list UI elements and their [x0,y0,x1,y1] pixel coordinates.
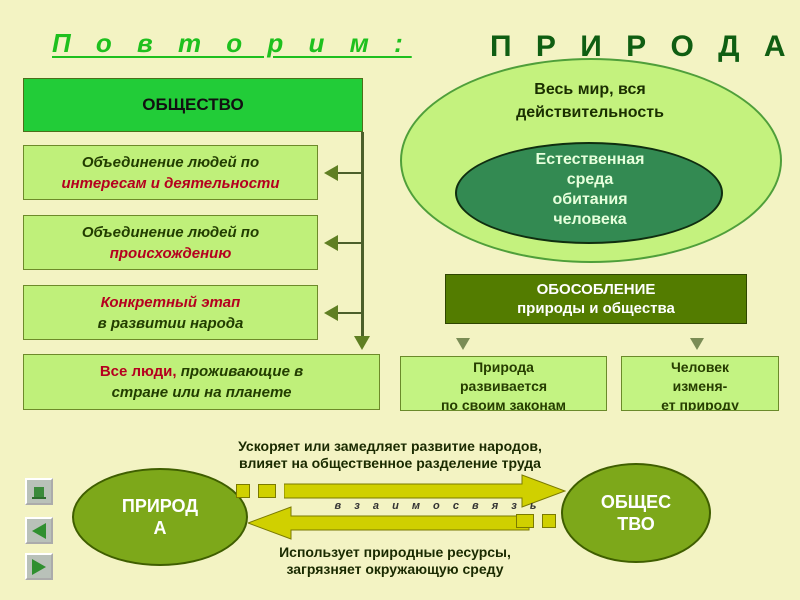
human-changes-box: Человек изменя- ет природу [621,356,779,411]
definition-4-line2: стране или на планете [111,384,292,401]
arrow-down-icon [354,336,370,350]
connector-h1 [338,172,362,174]
nature-develops-line2: развивается [459,378,548,394]
arrow-left-icon [324,165,338,181]
arrow-down-icon [690,338,704,350]
society-oval: ОБЩЕС ТВО [561,463,711,563]
influence-line1: Ускоряет или замедляет развитие народов, [238,438,542,454]
arrow-dash [236,484,250,498]
back-button[interactable] [25,517,53,544]
human-changes-line2: изменя- [672,378,728,394]
nature-oval-line2: А [153,518,167,538]
definition-2-line2: происхождению [109,244,232,262]
arrow-right-icon [284,474,566,508]
inner-line2: среда [566,171,614,188]
society-oval-line1: ОБЩЕС [600,492,672,512]
home-button[interactable] [25,478,53,505]
inner-line4: человека [553,211,627,228]
forward-button[interactable] [25,553,53,580]
definition-3-line2: в развитии народа [97,314,244,332]
society-definition-3: Конкретный этап в развитии народа [23,285,318,340]
separation-box: ОБОСОБЛЕНИЕ природы и общества [445,274,747,324]
society-definition-2: Объединение людей по происхождению [23,215,318,270]
impact-text: Использует природные ресурсы, загрязняет… [200,544,590,578]
nature-title: П Р И Р О Д А [490,30,794,63]
arrow-dash [258,484,276,498]
nature-oval-line1: ПРИРОД [121,496,199,516]
definition-1-line1: Объединение людей по [81,153,260,171]
definition-4-line1a: Все люди, [99,363,177,380]
definition-1-line2: интересам и деятельности [61,174,280,192]
definition-2-line1: Объединение людей по [81,223,260,241]
inner-line1: Естественная [535,151,645,168]
arrow-left-icon [324,305,338,321]
nature-develops-line1: Природа [473,359,534,375]
arrow-left-icon [324,235,338,251]
impact-line1: Использует природные ресурсы, [279,544,511,560]
arrow-left-icon [248,506,530,540]
human-changes-line3: ет природу [661,397,739,411]
nature-develops-line3: по своим законам [440,397,567,411]
definition-4-line1b: проживающие в [176,363,304,380]
separation-line1: ОБОСОБЛЕНИЕ [536,281,656,298]
home-icon [32,486,46,499]
human-changes-line1: Человек [670,359,730,375]
connector-h2 [338,242,362,244]
nature-inner-ellipse [455,142,723,244]
relation-label: в з а и м о с в я з ь [334,500,542,512]
arrow-dash [542,514,556,528]
nature-develops-box: Природа развивается по своим законам [400,356,607,411]
society-definition-4: Все люди, проживающие в стране или на пл… [23,354,380,410]
nature-outer-text: Весь мир, вся действительность [450,78,730,124]
nature-oval: ПРИРОД А [72,468,248,566]
influence-line2: влияет на общественное разделение труда [239,455,541,471]
triangle-left-icon [32,522,46,539]
society-definition-1: Объединение людей по интересам и деятель… [23,145,318,200]
society-header: ОБЩЕСТВО [23,78,363,132]
connector-vertical [361,132,364,337]
triangle-right-icon [32,558,46,575]
repeat-title: П о в т о р и м : [52,28,412,58]
connector-h3 [338,312,362,314]
nature-inner-text: Естественная среда обитания человека [470,150,710,230]
impact-line2: загрязняет окружающую среду [286,561,504,577]
society-oval-line2: ТВО [617,514,655,534]
influence-text: Ускоряет или замедляет развитие народов,… [175,438,605,472]
arrow-dash [516,514,534,528]
definition-3-line1: Конкретный этап [100,293,241,311]
outer-line2: действительность [516,104,664,121]
inner-line3: обитания [552,191,628,208]
outer-line1: Весь мир, вся [534,81,646,98]
separation-line2: природы и общества [517,300,675,317]
arrow-down-icon [456,338,470,350]
